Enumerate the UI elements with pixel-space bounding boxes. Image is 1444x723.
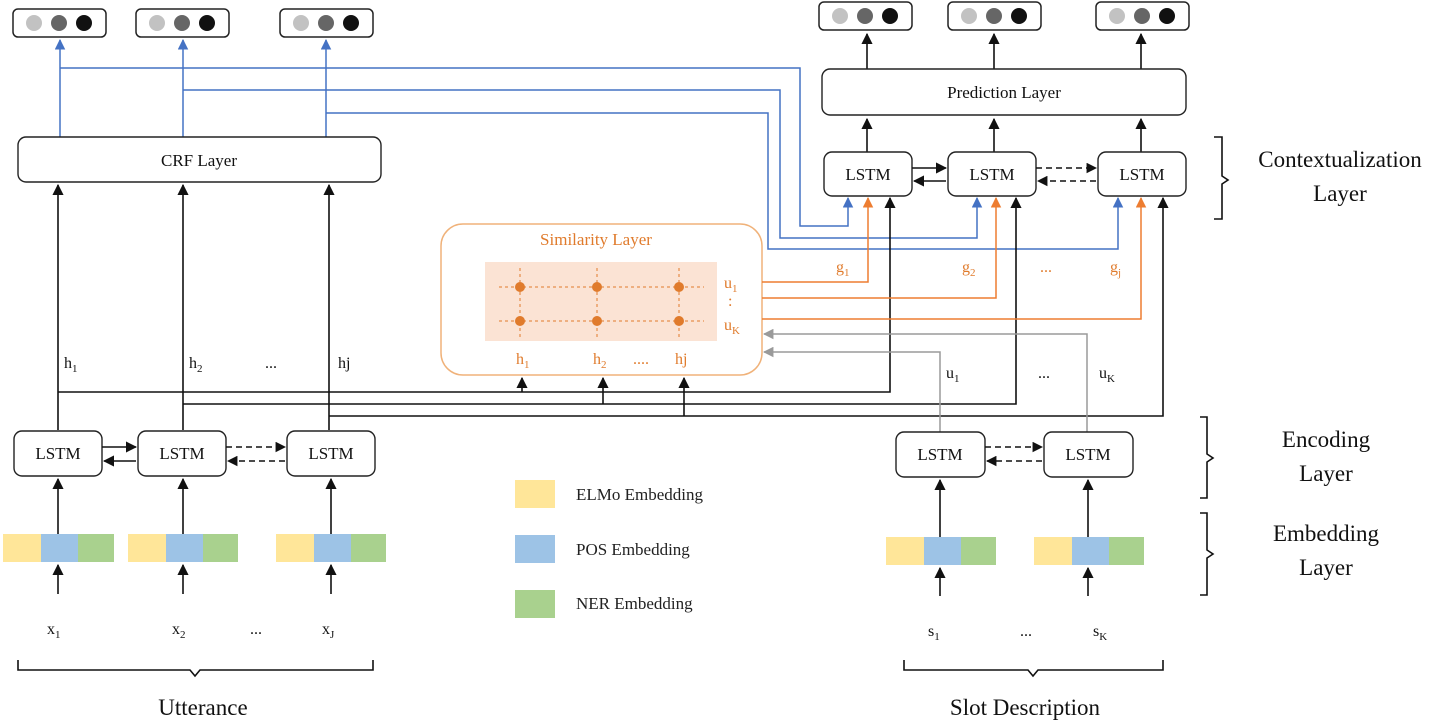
similarity-layer: Similarity Layer u1 : uK h1 h2 .... hj: [440, 223, 763, 376]
utterance-embedding-2: [128, 534, 238, 562]
contextualization-layer-label-line1: Contextualization: [1258, 147, 1422, 172]
prediction-to-output-arrows: [861, 32, 1147, 69]
slot-lstm-2: LSTM: [1043, 431, 1134, 478]
encoding-layer-label-line2: Layer: [1299, 461, 1353, 486]
legend-swatch-ner: [515, 590, 555, 618]
bottom-braces: [17, 660, 1164, 678]
lstm-label: LSTM: [159, 444, 204, 463]
embedding-layer-label-line2: Layer: [1299, 555, 1353, 580]
output-tags-right: [818, 1, 1190, 31]
similarity-row-label-1: u1: [724, 275, 738, 295]
output-tag-2: [135, 8, 230, 38]
similarity-row-label-K: uK: [724, 317, 740, 337]
g-label-2: g2: [962, 259, 976, 279]
output-tag-4: [818, 1, 913, 31]
utterance-lstm-3: LSTM: [286, 430, 376, 477]
utterance-label: Utterance: [158, 695, 247, 720]
legend: ELMo Embedding POS Embedding NER Embeddi…: [515, 480, 704, 618]
g-label-1: g1: [836, 259, 850, 279]
contextualization-layer-label-line2: Layer: [1313, 181, 1367, 206]
similarity-output-arrows: [762, 196, 1147, 320]
u-label-K: uK: [1099, 365, 1115, 385]
legend-label-elmo: ELMo Embedding: [576, 485, 704, 504]
output-tag-1: [12, 8, 107, 38]
similarity-matrix: [485, 262, 717, 341]
similarity-col-label-2: h2: [593, 351, 607, 371]
embedding-arrows: [52, 477, 1094, 537]
utterance-lstm-1: LSTM: [13, 430, 103, 477]
lstm-label: LSTM: [308, 444, 353, 463]
output-tags-left: [12, 8, 374, 38]
lstm-label: LSTM: [845, 165, 890, 184]
similarity-col-ellipsis: ....: [633, 351, 649, 368]
contextualization-lstm-2: LSTM: [947, 151, 1037, 197]
lstm-label: LSTM: [1065, 445, 1110, 464]
similarity-row-dots: :: [728, 293, 732, 310]
slot-lstm-1: LSTM: [895, 431, 986, 478]
slot-description-label: Slot Description: [950, 695, 1101, 720]
h-label-ellipsis: ...: [265, 355, 277, 372]
slot-recurrent-arrows: [985, 441, 1044, 467]
lstm-label: LSTM: [917, 445, 962, 464]
legend-label-pos: POS Embedding: [576, 540, 690, 559]
lstm-label: LSTM: [1119, 165, 1164, 184]
h-label-1: h1: [64, 355, 78, 375]
similarity-col-label-j: hj: [675, 351, 687, 368]
input-xJ: xJ: [322, 621, 335, 641]
crf-output-arrows: [54, 38, 332, 137]
encoding-layer-label-line1: Encoding: [1282, 427, 1371, 452]
lstm-label: LSTM: [969, 165, 1014, 184]
u-label-ellipsis: ...: [1038, 365, 1050, 382]
similarity-layer-title: Similarity Layer: [540, 230, 652, 249]
contextualization-recurrent-arrows: [912, 162, 1098, 187]
legend-label-ner: NER Embedding: [576, 594, 693, 613]
similarity-col-label-1: h1: [516, 351, 530, 371]
slot-embedding-2: [1034, 537, 1144, 565]
contextualization-lstm-3: LSTM: [1097, 151, 1187, 197]
slot-embedding-1: [886, 537, 996, 565]
legend-swatch-pos: [515, 535, 555, 563]
slot-input-sK: sK: [1093, 623, 1107, 643]
utterance-embedding-3: [276, 534, 386, 562]
h-label-j: hj: [338, 355, 350, 372]
slot-input-ellipsis: ...: [1020, 623, 1032, 640]
embedding-layer-label-line1: Embedding: [1273, 521, 1380, 546]
encoder-to-crf-arrows: [52, 183, 335, 430]
prediction-layer-label: Prediction Layer: [947, 83, 1061, 102]
prediction-layer-box: [821, 68, 1187, 116]
input-arrows: [52, 563, 1094, 596]
output-tag-3: [279, 8, 374, 38]
input-x2: x2: [172, 621, 186, 641]
crf-to-contextualization-connections: [60, 67, 1124, 250]
hidden-state-bus: [58, 196, 1169, 417]
output-tag-5: [947, 1, 1042, 31]
lstm-to-prediction-arrows: [861, 117, 1147, 152]
utterance-embedding-1: [3, 534, 114, 562]
crf-layer-label: CRF Layer: [161, 151, 237, 170]
slot-to-similarity-arrows: [762, 328, 1088, 432]
input-ellipsis: ...: [250, 621, 262, 638]
lstm-label: LSTM: [35, 444, 80, 463]
h-label-2: h2: [189, 355, 203, 375]
g-label-ellipsis: ...: [1040, 259, 1052, 276]
legend-swatch-elmo: [515, 480, 555, 508]
g-label-j: gj: [1110, 259, 1121, 279]
slot-input-s1: s1: [928, 623, 940, 643]
output-tag-6: [1095, 1, 1190, 31]
contextualization-lstm-1: LSTM: [823, 151, 913, 197]
right-brackets: [1200, 136, 1230, 596]
similarity-grid-points: [515, 282, 684, 326]
utterance-recurrent-arrows: [102, 441, 287, 467]
input-x1: x1: [47, 621, 61, 641]
u-label-1: u1: [946, 365, 960, 385]
utterance-lstm-2: LSTM: [137, 430, 227, 477]
crf-layer-box: [17, 136, 382, 183]
